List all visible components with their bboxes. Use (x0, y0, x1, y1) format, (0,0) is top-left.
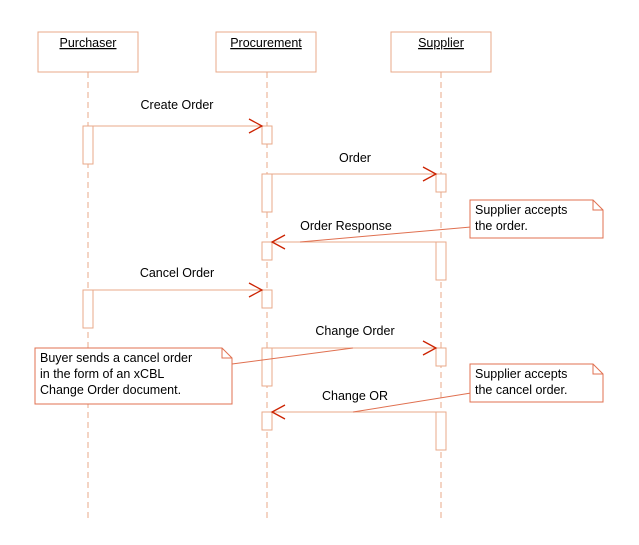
message-order-response: Order Response (270, 219, 436, 250)
message-label: Order Response (300, 219, 392, 233)
arrowhead-icon (270, 404, 286, 420)
activation-bar (435, 411, 447, 451)
note-line: the order. (475, 219, 528, 233)
note-fold (221, 348, 232, 359)
note-line: in the form of an xCBL (40, 367, 164, 381)
activation-bar (82, 289, 94, 329)
note-fold (592, 364, 603, 375)
activation-bar (261, 411, 273, 431)
note-anchor-line (299, 226, 472, 243)
participant-label: Supplier (418, 36, 464, 50)
activation-bar (261, 241, 273, 261)
message-change-or: Change OR (270, 389, 436, 420)
note-shape (469, 199, 604, 239)
note-supplier-accepts-order: Supplier accepts the order. (469, 199, 604, 239)
note-buyer-cancel: Buyer sends a cancel order in the form o… (34, 347, 233, 405)
message-order: Order (272, 151, 438, 182)
arrowhead-icon (422, 340, 438, 356)
activation-bar (261, 125, 273, 145)
note-shape (469, 363, 604, 403)
message-cancel-order: Cancel Order (93, 266, 264, 298)
participant-box (215, 31, 317, 73)
participant-procurement[interactable]: Procurement (215, 31, 317, 73)
activation-bar (435, 173, 447, 193)
note-shape (34, 347, 233, 405)
participant-box (37, 31, 139, 73)
arrowhead-icon (248, 282, 264, 298)
activation-bar (261, 289, 273, 309)
arrowhead-icon (270, 234, 286, 250)
activation-bar (82, 125, 94, 165)
message-label: Change OR (322, 389, 388, 403)
message-change-order: Change Order (272, 324, 438, 356)
participant-box (390, 31, 492, 73)
activation-bar (435, 347, 447, 367)
message-label: Change Order (315, 324, 394, 338)
activation-bar (435, 241, 447, 281)
note-line: Supplier accepts (475, 367, 567, 381)
participant-label: Procurement (230, 36, 302, 50)
participant-label: Purchaser (60, 36, 117, 50)
activation-bar (261, 173, 273, 213)
participant-supplier[interactable]: Supplier (390, 31, 492, 73)
note-line: Change Order document. (40, 383, 181, 397)
participant-purchaser[interactable]: Purchaser (37, 31, 139, 73)
message-create-order: Create Order (93, 98, 264, 134)
arrowhead-icon (248, 118, 264, 134)
arrowhead-icon (422, 166, 438, 182)
note-line: Supplier accepts (475, 203, 567, 217)
message-label: Create Order (141, 98, 214, 112)
activation-bar (261, 347, 273, 387)
message-label: Order (339, 151, 371, 165)
note-anchor-line (352, 392, 472, 413)
note-fold (592, 200, 603, 211)
message-label: Cancel Order (140, 266, 214, 280)
note-line: Buyer sends a cancel order (40, 351, 192, 365)
note-line: the cancel order. (475, 383, 567, 397)
note-anchor-line (231, 347, 354, 365)
note-supplier-accepts-cancel: Supplier accepts the cancel order. (469, 363, 604, 403)
